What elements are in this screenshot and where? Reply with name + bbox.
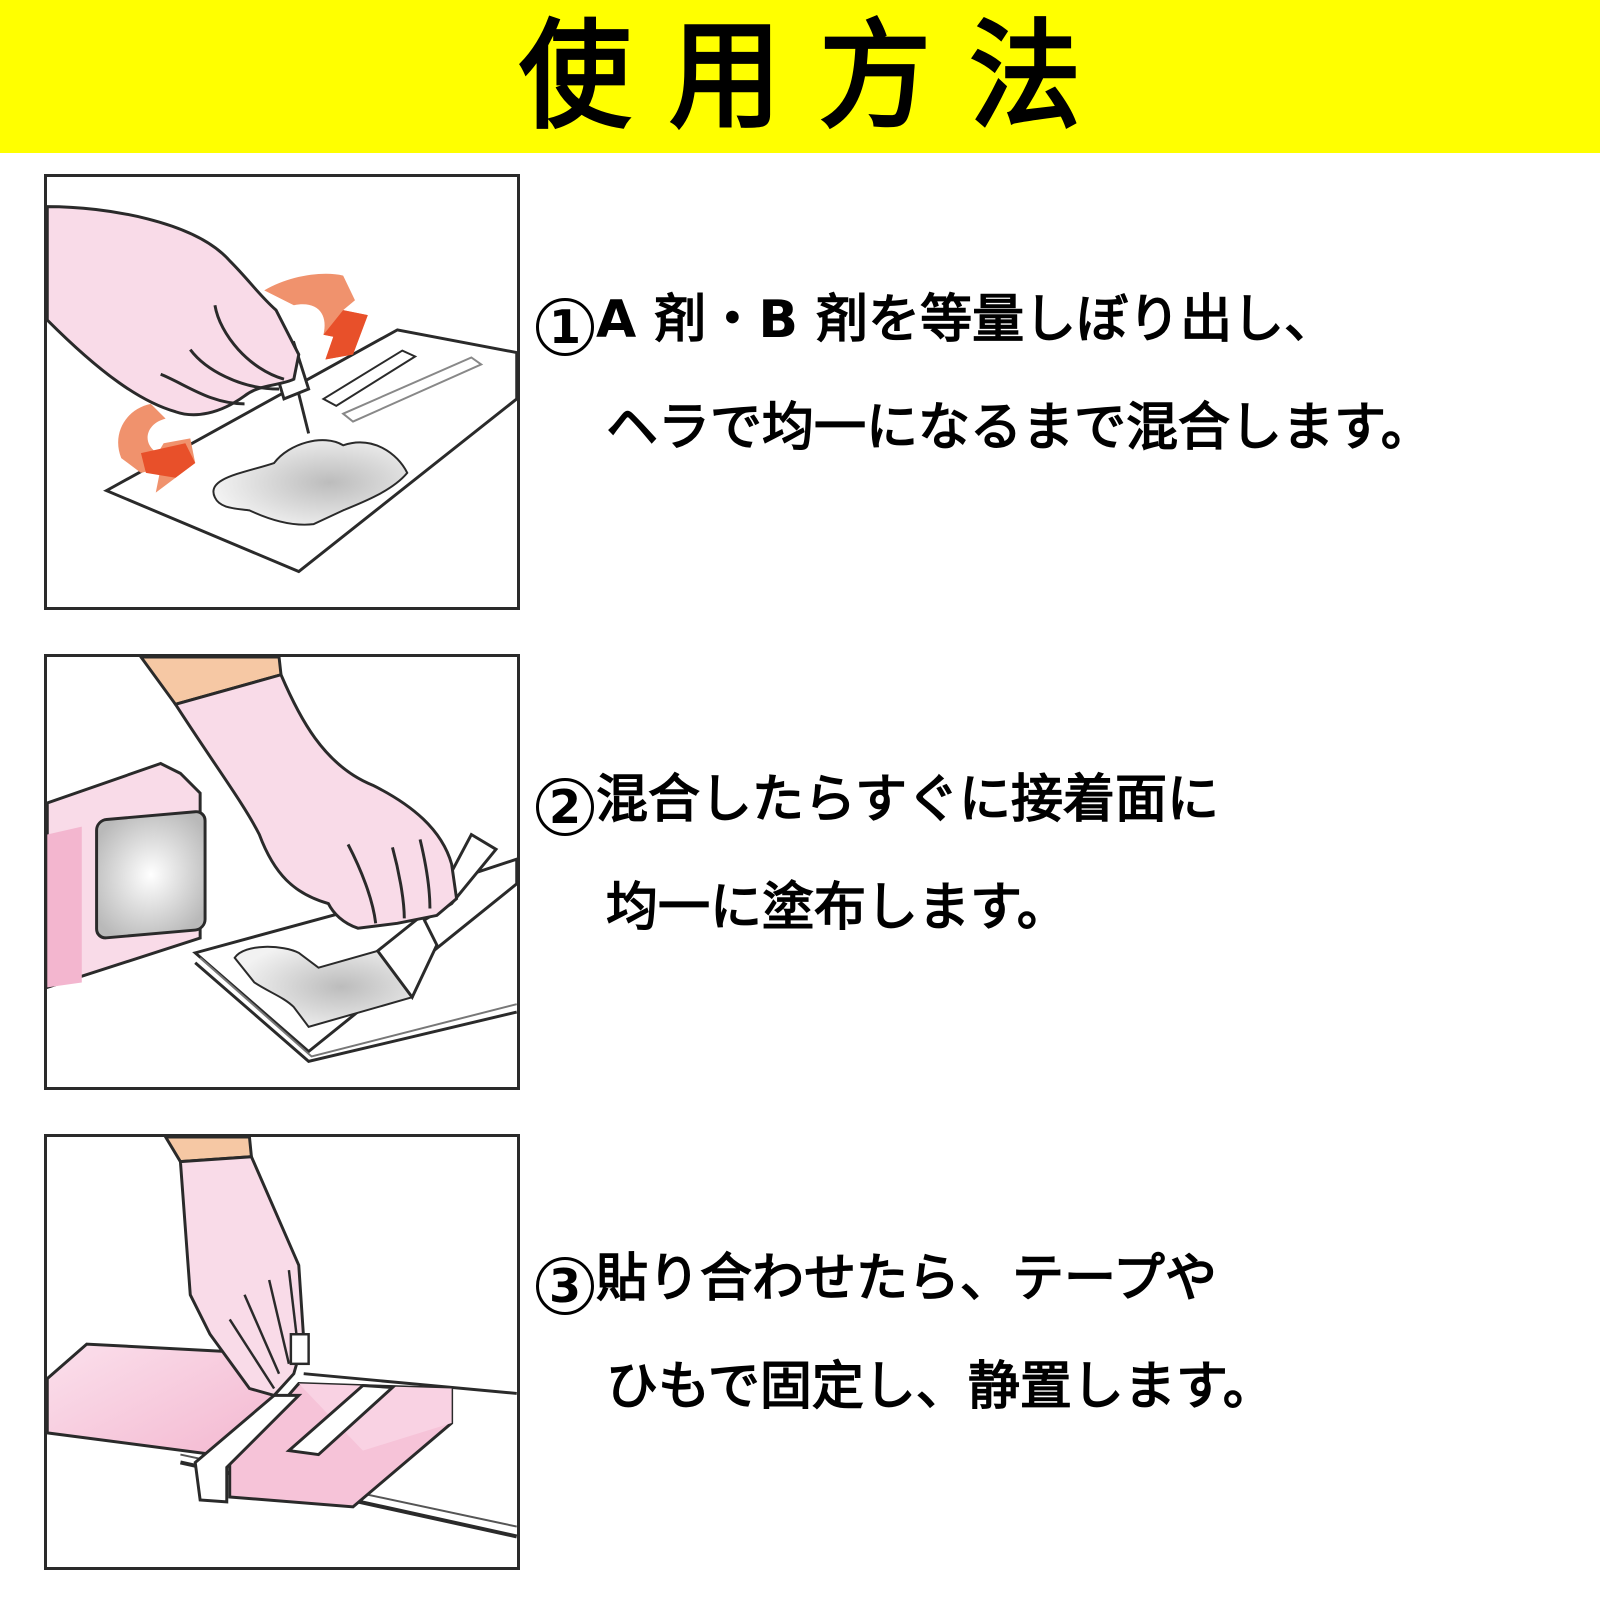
step-1-line-2: ヘラで均一になるまで混合します。 (606, 398, 1433, 458)
step-2-text-1: 混合したらすぐに接着面に (596, 770, 1219, 830)
step-number-badge: 3 (536, 1257, 594, 1315)
step-2-illustration (44, 654, 520, 1090)
step-number-badge: 1 (536, 298, 594, 356)
step-number-badge: 2 (536, 778, 594, 836)
step-3-illustration (44, 1134, 520, 1570)
step-3-text-1: 貼り合わせたら、テープや (596, 1249, 1217, 1309)
step-1-illustration (44, 174, 520, 610)
step-3-line-2: ひもで固定し、静置します。 (606, 1357, 1275, 1417)
step-1-text-1: A 剤・B 剤を等量しぼり出し、 (596, 290, 1337, 350)
step-2-line-2: 均一に塗布します。 (606, 878, 1069, 938)
mixing-illustration-icon (47, 205, 517, 574)
taping-illustration-icon (47, 1137, 517, 1539)
header-banner: 使用方法 (0, 0, 1600, 153)
spreading-illustration-icon (47, 657, 517, 1063)
page-title: 使用方法 (519, 8, 1119, 145)
